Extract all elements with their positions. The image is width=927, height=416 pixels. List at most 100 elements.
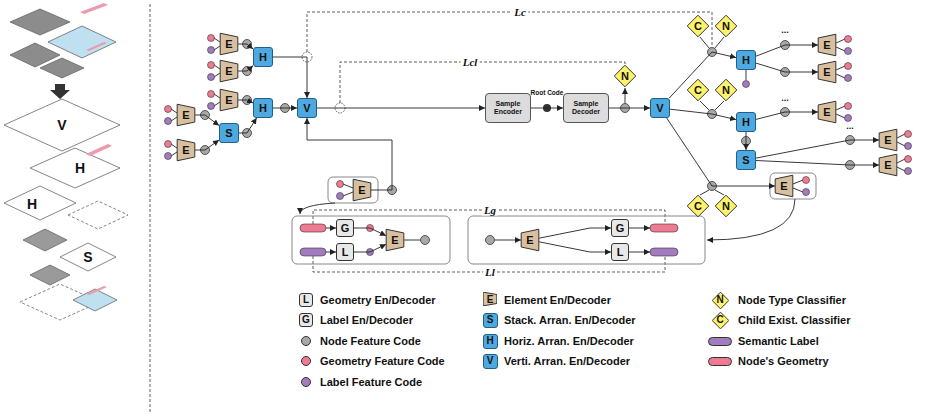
wires — [836, 39, 845, 43]
layer-illustration — [86, 286, 107, 295]
legend-text: Node Type Classifier — [738, 295, 846, 306]
legend-text: Label En/Decoder — [320, 315, 413, 326]
loss-label: Lc — [512, 7, 528, 18]
node-text: Sample Decoder — [564, 100, 608, 115]
node-text: E — [884, 160, 891, 171]
element-encoder: E — [220, 60, 238, 82]
wires — [171, 117, 177, 121]
node-text: L — [617, 247, 624, 258]
connector — [195, 115, 219, 126]
shape-fill — [712, 292, 729, 309]
shape-fill — [775, 175, 793, 197]
wires — [897, 159, 905, 163]
node-text: E — [391, 235, 398, 246]
node-text: S — [225, 128, 232, 139]
wires — [793, 188, 803, 192]
wires — [326, 228, 336, 229]
node-text: N — [722, 21, 730, 32]
node-text: V — [656, 103, 663, 114]
node-text: N — [722, 201, 730, 212]
feature-codes — [905, 131, 912, 138]
element-encoder: E — [177, 139, 195, 161]
shape-fill — [386, 229, 404, 251]
layer-illustration — [50, 84, 70, 99]
element-encoder: E — [220, 89, 238, 111]
ellipsis: ... — [781, 94, 789, 103]
legend-text: Child Exist. Classifier — [738, 315, 850, 326]
separator — [150, 4, 151, 412]
feature-codes — [905, 168, 912, 175]
wires — [326, 252, 336, 253]
classifier-diamond: N — [715, 15, 737, 37]
legend-letter: G — [302, 315, 310, 325]
wires — [214, 102, 220, 106]
wires — [836, 66, 845, 70]
node-text: E — [225, 95, 232, 106]
connector — [317, 108, 485, 109]
wires — [629, 228, 650, 229]
legend-letter: C — [716, 315, 723, 325]
feature-codes — [208, 62, 215, 69]
connector — [746, 132, 747, 150]
legend-letter: N — [716, 295, 723, 305]
node-text: E — [358, 185, 365, 196]
layer-letter: H — [75, 161, 85, 175]
wires — [629, 252, 650, 253]
group-outlines — [292, 173, 816, 264]
node-text: C — [694, 85, 702, 96]
legend-text: Geometry Feature Code — [320, 356, 445, 367]
node-text: C — [694, 201, 702, 212]
node-text: H — [742, 55, 750, 66]
arrangement-coder: H — [253, 98, 273, 118]
code-label: Root Code — [531, 90, 564, 97]
classifier-diamond: C — [687, 15, 709, 37]
connector — [756, 140, 879, 158]
layer-illustration — [30, 148, 120, 188]
feature-codes — [803, 177, 810, 184]
feature-codes — [486, 236, 495, 245]
legend-letter: E — [487, 295, 494, 305]
wires — [746, 70, 747, 80]
feature-codes — [845, 63, 852, 70]
wires — [214, 94, 220, 98]
connector — [756, 63, 818, 72]
geometry-label-coder: G — [611, 219, 629, 237]
classifier-diamond: N — [715, 195, 737, 217]
element-decoder: E — [879, 129, 897, 151]
feature-codes — [208, 74, 215, 81]
wires — [715, 101, 724, 110]
legend-letter: H — [486, 336, 493, 346]
node-text: E — [823, 107, 830, 118]
feature-codes — [845, 75, 852, 82]
layer-illustration — [30, 265, 70, 285]
wires — [700, 37, 709, 48]
loss-label: Lg — [482, 205, 498, 216]
shape-fill — [712, 312, 729, 329]
legend-swatch — [708, 357, 732, 366]
element-decoder: E — [879, 154, 897, 176]
element-decoder: E — [775, 175, 793, 197]
label-bars — [300, 248, 326, 256]
layer-illustration — [10, 43, 60, 67]
element-encoder: E — [353, 179, 371, 201]
shape-fill — [879, 154, 897, 176]
layer-letter: V — [57, 118, 66, 132]
feature-codes — [845, 103, 852, 110]
wires — [625, 88, 626, 103]
label-bars — [650, 248, 678, 256]
connector — [354, 244, 386, 252]
shape-fill — [687, 15, 709, 37]
wires — [836, 106, 845, 110]
arrangement-coder: H — [736, 50, 756, 70]
shape-fill — [715, 15, 737, 37]
node-text: L — [342, 247, 349, 258]
wires — [214, 46, 220, 50]
node-text: C — [694, 21, 702, 32]
feature-codes — [208, 35, 215, 42]
connector — [238, 100, 253, 103]
legend-text: Verti. Arran. En/Decoder — [504, 356, 630, 367]
shape-fill — [818, 34, 836, 56]
wires — [171, 37, 905, 252]
sample-coder: Sample Encoder — [485, 93, 531, 123]
